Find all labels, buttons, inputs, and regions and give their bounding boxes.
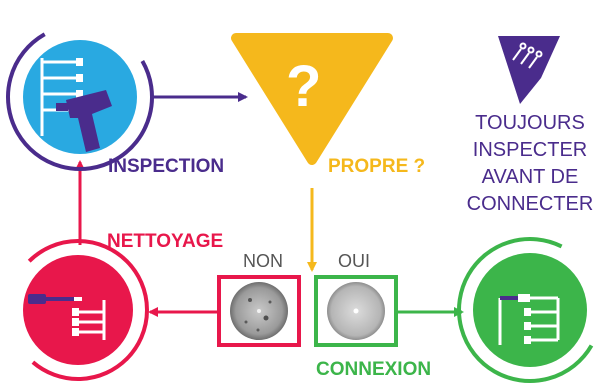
dirty-endface-image (217, 275, 301, 347)
yes-label: OUI (338, 251, 371, 271)
tip-text: TOUJOURS INSPECTER AVANT DE CONNECTER (460, 110, 600, 218)
fiber-cleaning-tool-icon (28, 294, 106, 340)
inspection-step (6, 23, 154, 171)
tip-line: INSPECTER (472, 139, 588, 161)
warning-triangle (231, 33, 393, 165)
inspection-label: INSPECTION (108, 156, 225, 177)
question-label: PROPRE ? (328, 156, 426, 177)
no-label: NON (243, 251, 283, 271)
connection-label: CONNEXION (316, 359, 432, 380)
fiber-inspection-probe-icon (40, 58, 112, 152)
brand-logo-icon (498, 36, 560, 104)
question-mark: ? (286, 54, 322, 119)
clean-endface-image (314, 275, 398, 347)
connection-step (457, 237, 603, 383)
question-step (231, 33, 393, 165)
cleaning-label: NETTOYAGE (107, 231, 224, 252)
tip-line: AVANT DE (481, 166, 579, 188)
tip-line: CONNECTER (466, 193, 594, 215)
cleaning-step (6, 238, 149, 381)
fiber-connector-icon (498, 294, 560, 345)
tip-line: TOUJOURS (475, 112, 585, 134)
